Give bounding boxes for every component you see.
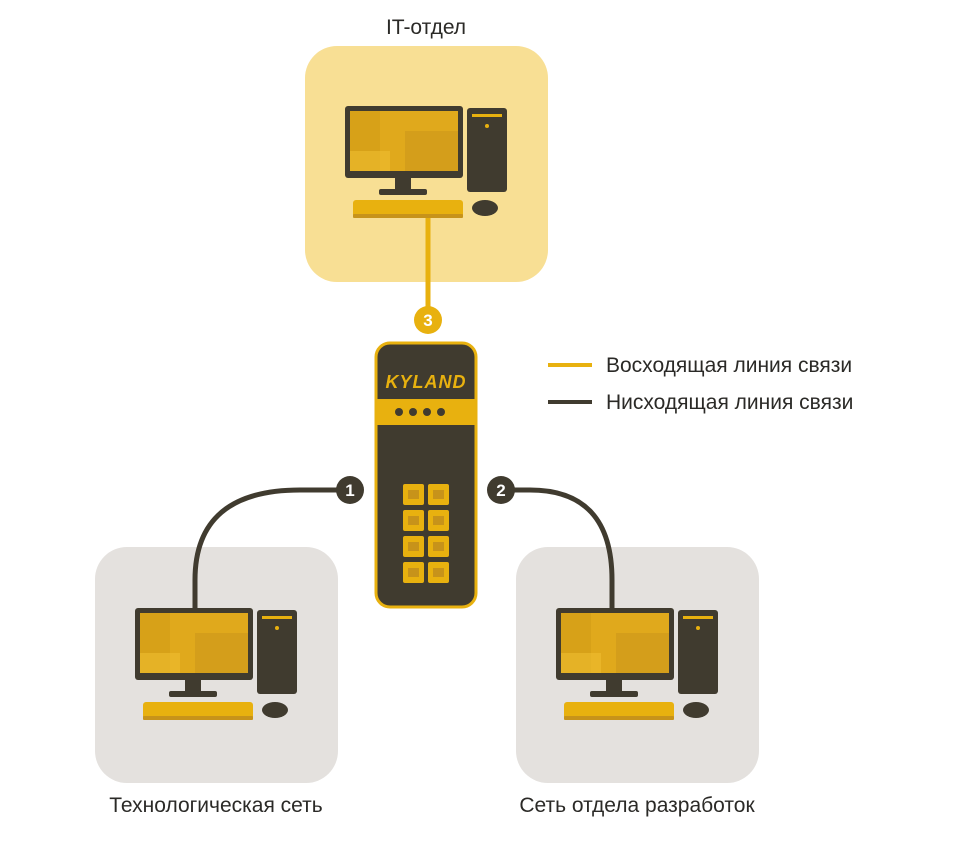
it-department-label: IT-отдел	[386, 16, 466, 39]
downlink-cable-1	[192, 487, 350, 608]
tech-network-label: Технологическая сеть	[109, 794, 322, 817]
svg-text:1: 1	[345, 481, 354, 500]
kyland-switch: KYLAND	[374, 341, 478, 609]
dev-network-label: Сеть отдела разработок	[519, 794, 755, 817]
downlink-cable-2	[501, 487, 615, 608]
legend: Восходящая линия связи Нисходящая линия …	[548, 354, 853, 414]
tech-workstation-icon	[135, 608, 297, 720]
switch-ports	[403, 484, 449, 583]
dev-workstation-icon	[556, 608, 718, 720]
it-workstation-icon	[345, 106, 507, 218]
switch-brand: KYLAND	[386, 372, 467, 392]
legend-downlink-label: Нисходящая линия связи	[606, 391, 853, 414]
legend-uplink-label: Восходящая линия связи	[606, 354, 852, 377]
badge-1: 1	[336, 476, 364, 504]
badge-2: 2	[487, 476, 515, 504]
svg-text:2: 2	[496, 481, 505, 500]
svg-text:3: 3	[423, 311, 432, 330]
badge-3: 3	[414, 306, 442, 334]
